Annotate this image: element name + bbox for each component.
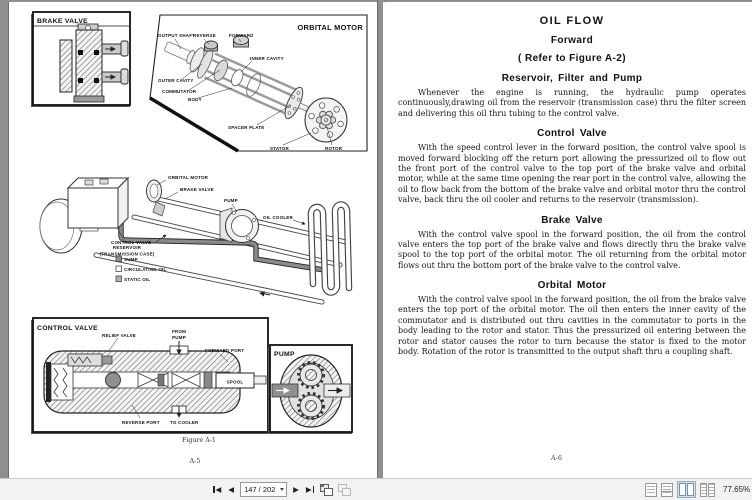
legend-label-sump: SUMP [124,257,138,262]
page-indicator: 147 / 202 [244,485,276,494]
label-sys-oil-cooler: OIL COOLER [263,215,293,220]
pdf-page-left: BRAKE VALVE ORBITAL MOTOR [8,2,377,478]
section-heading-reservoir: Reservoir, Filter and Pump [501,73,643,84]
label-reverse: REVERSE [193,33,216,38]
label-body: BODY [188,97,202,102]
single-page-view-button[interactable] [645,482,657,497]
page-number-combobox[interactable]: 147 / 202 [240,482,288,497]
first-page-icon: ◀ [215,484,222,494]
control-valve-diagram: CONTROL VALVE SPOOL [31,317,269,434]
left-page-number: A-5 [189,458,201,465]
zoom-level-label: 77.65% [723,485,751,494]
oil-cooler-coil [307,201,353,296]
label-reservoir-line1: RESERVOIR [113,245,142,250]
legend-swatch-sump [115,255,122,262]
page-title: OIL FLOW [539,15,605,27]
section-heading-orbital-motor: Orbital Motor [537,280,607,292]
previous-view-button[interactable] [320,483,334,496]
orbital-motor-diagram: ORBITAL MOTOR [149,14,368,153]
two-page-view-button-selected[interactable] [677,481,696,498]
label-sys-brake-valve: BRAKE VALVE [180,187,214,192]
reservoir-box [66,176,130,230]
legend-swatch-static-oil [115,275,122,282]
label-commutator: COMMUTATOR [162,89,197,94]
last-page-bar [312,486,315,493]
label-output-shaft: OUTPUT SHAFT [158,33,195,38]
label-from-pump-line1: FROM [172,329,186,334]
legend-swatch-circulating-oil [115,265,122,272]
next-page-button[interactable]: ▶ [292,482,300,498]
control-valve-title: CONTROL VALVE [37,325,98,332]
brake-valve-title: BRAKE VALVE [37,18,88,25]
figure-caption: Figure A-1 [182,437,216,444]
label-to-cooler: TO COOLER [170,420,199,425]
brake-valve-diagram: BRAKE VALVE [31,11,131,107]
previous-page-button[interactable]: ◀ [227,482,235,498]
figure-reference: ( Refer to Figure A-2) [518,53,626,64]
label-sys-control-valve: CONTROL VALVE [111,240,151,245]
orbital-motor-title: ORBITAL MOTOR [298,23,364,32]
label-spacer-plate: SPACER PLATE [228,125,265,130]
stator-rotor-end [304,97,348,143]
last-page-icon: ▶ [305,484,312,494]
two-page-continuous-view-button[interactable] [700,482,715,497]
pdf-page-right: OIL FLOW Forward ( Refer to Figure A-2) … [383,2,752,478]
section-paragraph-reservoir: Whenever the engine is running, the hydr… [398,88,746,118]
section-paragraph-brake-valve: With the control valve spool in the forw… [398,229,746,270]
label-sys-pump: PUMP [224,198,238,203]
label-rotor: ROTOR [325,146,343,151]
section-heading-brake-valve: Brake Valve [541,214,603,226]
pump-small [219,207,259,243]
first-page-button[interactable]: ◀ [212,482,222,498]
pump-diagram: PUMP [268,344,353,434]
label-reverse-port: REVERSE PORT [122,420,160,425]
figure-a1-drawing: BRAKE VALVE ORBITAL MOTOR [31,11,368,465]
page-subtitle: Forward [550,35,594,46]
continuous-view-button[interactable] [661,482,673,497]
label-forward-port: FORWARD PORT [205,348,244,353]
label-inner-cavity: INNER CAVITY [250,56,284,61]
next-view-button[interactable] [338,483,352,496]
right-page-number: A-6 [551,454,563,462]
last-page-button[interactable]: ▶ [305,482,315,498]
previous-page-icon: ◀ [228,484,235,494]
hydraulic-system-diagram: ORBITAL MOTOR BRAKE VALVE PUMP OIL COOLE… [39,175,353,305]
first-page-bar [213,486,215,493]
orbital-motor-small [146,179,166,217]
label-relief-valve: RELIEF VALVE [102,333,136,338]
section-heading-control-valve: Control Valve [537,128,607,140]
label-outer-cavity: OUTER CAVITY [158,78,194,83]
label-stator: STATOR [270,146,289,151]
label-spool: SPOOL [227,380,244,385]
legend-label-static-oil: STATIC OIL [124,277,150,282]
viewer-toolbar: ◀ ◀ 147 / 202 ▶ ▶ 77.65% [0,478,752,500]
page-navigation-cluster: ◀ ◀ 147 / 202 ▶ ▶ [212,479,352,500]
label-forward: FORWARD [229,33,254,38]
label-reservoir-line2: (TRANSMISSION CASE) [99,252,154,257]
label-sys-orbital-motor: ORBITAL MOTOR [168,175,209,180]
oil-legend: SUMP CIRCULATING OIL STATIC OIL [115,255,166,282]
section-paragraph-control-valve: With the speed control lever in the forw… [398,143,746,205]
legend-label-circulating-oil: CIRCULATING OIL [124,267,166,272]
motor-port-nuts [204,35,249,52]
pump-title: PUMP [274,351,295,358]
section-paragraph-orbital-motor: With the control valve spool in the forw… [398,295,746,357]
label-from-pump-line2: PUMP [172,335,186,340]
view-mode-cluster: 77.65% [645,479,752,500]
combobox-caret-icon[interactable] [280,487,285,491]
next-page-icon: ▶ [293,484,299,494]
